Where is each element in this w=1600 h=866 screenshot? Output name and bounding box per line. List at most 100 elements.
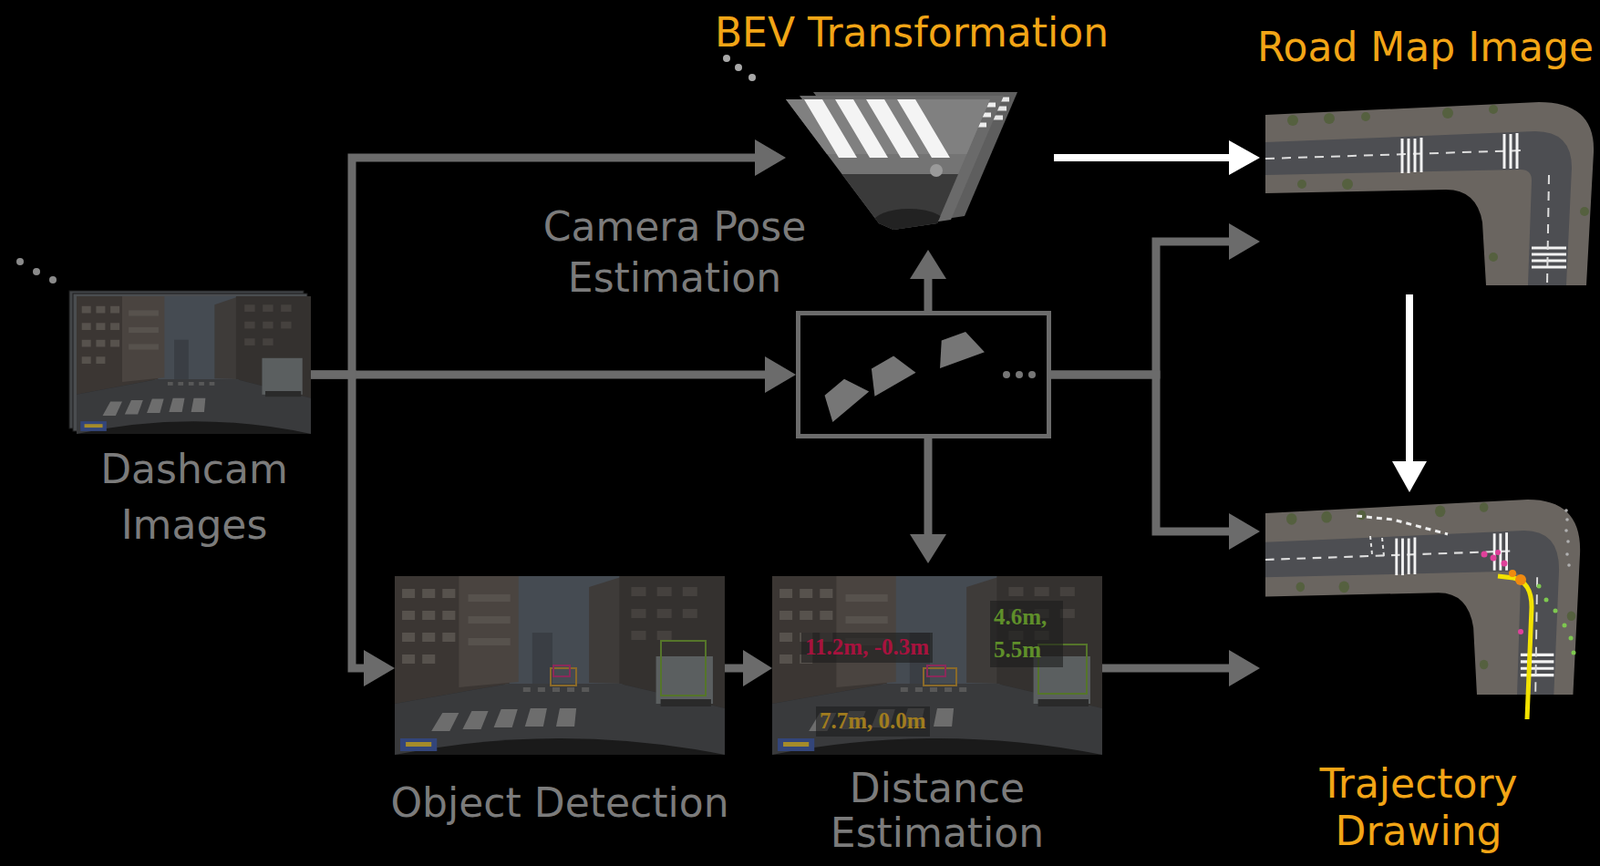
distance-readout: 4.6m, 5.5m [990, 600, 1064, 668]
arrow-head [1228, 650, 1260, 687]
camera-pose-icons [800, 315, 1047, 434]
trajectory-image-g-circle [1566, 539, 1570, 544]
stage-label: Dashcam Images [75, 442, 313, 553]
distance-readout: 7.7m, 0.0m [815, 706, 930, 737]
connector-arrow [1051, 374, 1260, 550]
trajectory-image-path [1370, 536, 1384, 557]
arrow-head [363, 650, 395, 687]
trajectory-image-g-circle [1571, 650, 1577, 656]
camera-pose-icons-g-polygon [861, 350, 916, 397]
trajectory-image-circle [1508, 569, 1517, 578]
trajectory-image-g-circle [1501, 560, 1508, 568]
bev-image [785, 86, 1031, 230]
road-map-image-use [1265, 102, 1594, 286]
connector-arrow [310, 356, 796, 393]
detection-image [394, 576, 725, 755]
stage-label: Camera Pose Estimation [524, 201, 826, 304]
arrow-head [764, 356, 796, 393]
detection-image-rect [660, 640, 706, 696]
connector-line [1102, 664, 1230, 673]
trajectory-image-g-circle [1490, 555, 1497, 562]
connector-arrow [1053, 140, 1260, 176]
ellipsis-dots-circle [734, 63, 743, 72]
distance-estimation-node: 11.2m, -0.3m4.6m, 5.5m7.7m, 0.0mDistance… [772, 576, 1103, 755]
dashcam-photo-stack-use [76, 296, 311, 434]
connector-arrow [1051, 223, 1260, 375]
object-detection-node: Object Detection [394, 576, 725, 755]
bev-image-g-rect [785, 174, 991, 238]
trajectory-node: Trajectory Drawing [1265, 499, 1582, 720]
arrow-head [1228, 223, 1260, 260]
connector-arrow [1392, 294, 1427, 493]
road-map-node: Road Map Image [1265, 102, 1596, 286]
trajectory-image-g-circle [1564, 508, 1569, 513]
trajectory-image-g [1537, 584, 1577, 656]
trajectory-image [1265, 499, 1582, 720]
camera-pose-box: Camera Pose Estimation [795, 310, 1052, 439]
ellipsis-dots [16, 258, 57, 284]
connector-arrow [909, 438, 947, 564]
arrow-head [1228, 513, 1260, 550]
road-map-image [1265, 102, 1596, 286]
stage-label: Object Detection [390, 779, 729, 827]
trajectory-image-g [1564, 508, 1571, 568]
detection-image-rect [553, 665, 570, 677]
dashcam-node: Dashcam Images [76, 296, 311, 434]
dashcam-photo-stack [76, 296, 311, 434]
trajectory-image-g-circle [1569, 636, 1574, 641]
ellipsis-dots-circle [32, 268, 41, 276]
camera-pose-icons-g-polygon [930, 328, 984, 369]
distance-readout: 11.2m, -0.3m [801, 632, 933, 663]
ellipsis-dots-circle [49, 276, 57, 284]
connector-arrow [1102, 650, 1260, 687]
stage-label: Distance Estimation [800, 765, 1074, 857]
camera-pose-icons-g-circle [1015, 371, 1023, 379]
bev-image-g-circle [929, 164, 943, 177]
trajectory-image-g-circle [1553, 609, 1559, 614]
trajectory-image-g-circle [1565, 517, 1570, 522]
ellipsis-dots-circle [748, 73, 756, 82]
camera-pose-icons-g-circle [1002, 371, 1011, 379]
trajectory-image-g-circle [1567, 563, 1571, 568]
arrow-head [909, 249, 947, 279]
connector-line [724, 664, 744, 673]
ellipsis-dots-circle [16, 258, 24, 266]
camera-pose-icons-g [815, 328, 1036, 423]
connector-line [1053, 154, 1230, 162]
arrow-head [754, 139, 786, 176]
connector-line [1051, 374, 1230, 532]
arrow-head [1228, 140, 1260, 176]
trajectory-image-g-circle [1537, 584, 1542, 589]
arrow-head [1392, 461, 1427, 493]
stage-title: Road Map Image [1257, 23, 1594, 72]
bev-image-g-ellipse [872, 208, 946, 238]
trajectory-image-g [1481, 549, 1525, 635]
connector-arrow [909, 249, 947, 311]
bev-image-g-g [804, 99, 950, 158]
arrow-head [743, 650, 773, 687]
trajectory-image-g-circle [1517, 629, 1524, 635]
connector-line [924, 278, 933, 311]
connector-arrow [724, 650, 773, 687]
trajectory-image-g-circle [1564, 528, 1569, 533]
camera-pose-icons-g-polygon [815, 371, 869, 423]
camera-pose-icons-g-circle [1028, 371, 1036, 379]
connector-line [1051, 241, 1230, 375]
ellipsis-dots [722, 54, 756, 82]
connector-line [310, 371, 766, 380]
arrow-head [909, 534, 947, 564]
distance-image-rect [927, 665, 946, 677]
trajectory-image-g-circle [1562, 623, 1568, 629]
trajectory-image-path [1497, 576, 1532, 720]
stage-title: BEV Transformation [714, 9, 1109, 57]
connector-line [310, 374, 365, 669]
distance-image-use [772, 576, 1103, 755]
ellipsis-dots-circle [722, 54, 731, 62]
trajectory-image-g-circle [1495, 549, 1501, 556]
bev-image-g-g-polygon [897, 99, 950, 158]
trajectory-image-g-circle [1481, 551, 1488, 558]
connector-line [924, 438, 933, 536]
stage-title: Trajectory Drawing [1281, 760, 1556, 856]
detection-image-use [394, 576, 725, 755]
